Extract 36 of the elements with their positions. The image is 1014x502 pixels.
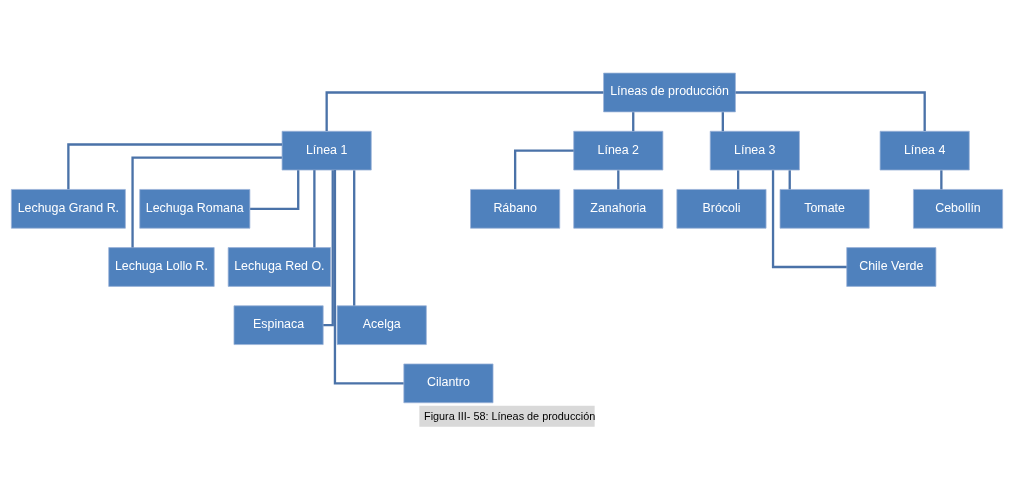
node-box: Lechuga Grand R. [10,188,126,229]
node-box: Cilantro [403,363,494,403]
connector [940,169,943,189]
connector [736,169,740,189]
node-box: Línea 3 [709,130,800,170]
node-box: Líneas de producción [603,72,736,112]
connector [735,90,926,131]
connector [325,90,604,131]
connector [353,169,356,306]
caption: Figura III- 58: Líneas de producción [424,409,596,422]
connector [617,169,620,189]
node-box: Acelga [336,304,427,345]
connector [323,169,334,326]
node-box: Lechuga Romana [139,188,251,229]
node-box: Línea 1 [281,130,372,170]
connector [333,169,404,385]
node-box: Línea 4 [879,130,970,170]
node-box: Tomate [779,188,870,229]
node-box: Cebollín [913,188,1003,229]
node-box: Línea 2 [573,130,664,170]
connector [313,169,316,247]
connector [131,156,282,247]
node-box: Rábano [470,188,561,229]
node-box: Zanahoria [573,188,664,229]
connector [788,169,791,189]
connector [721,111,724,131]
node-box: Chile Verde [846,246,937,287]
node-box: Lechuga Lollo R. [108,246,215,287]
connector [513,149,574,189]
node-box: Lechuga Red O. [227,246,331,287]
node-box: Brócoli [676,188,767,229]
connector [250,169,300,210]
connector [67,142,282,189]
connector [632,111,635,131]
node-box: Espinaca [233,304,324,345]
connector [771,169,847,268]
